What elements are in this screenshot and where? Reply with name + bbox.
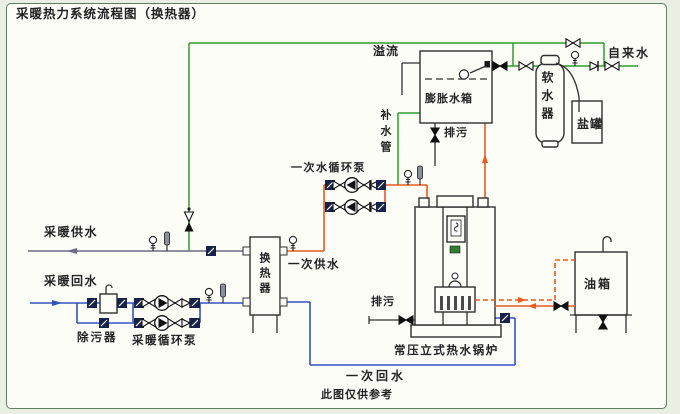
thermometer-icon xyxy=(219,283,227,304)
heating-pump-branch-2 xyxy=(133,315,201,331)
indicator-light xyxy=(449,245,461,254)
check-valve-icon xyxy=(589,60,599,72)
label-tank-drain: 排污 xyxy=(444,127,468,139)
check-valve-icon xyxy=(181,297,191,309)
label-heating-pumps: 采暖循环泵 xyxy=(132,335,197,347)
valve-icon xyxy=(183,207,195,232)
primary-pump-branch-1 xyxy=(324,177,387,193)
pressure-gauge-icon xyxy=(570,50,580,67)
heat-exchanger xyxy=(242,236,288,333)
salt-tank xyxy=(571,100,603,144)
valve-icon xyxy=(167,318,183,328)
dirt-separator xyxy=(99,284,118,314)
label-overflow: 溢流 xyxy=(373,44,400,58)
label-tap-water: 自来水 xyxy=(608,46,651,60)
valve-icon xyxy=(86,297,98,309)
pipe-makeup-water xyxy=(397,112,420,185)
thermometer-icon xyxy=(163,231,171,252)
label-primary-pumps: 一次水循环泵 xyxy=(291,162,366,174)
label-oil-tank: 油箱 xyxy=(584,277,613,291)
label-boiler: 常压立式热水锅炉 xyxy=(394,345,499,357)
pressure-gauge-icon xyxy=(148,235,158,252)
valve-icon xyxy=(375,179,387,191)
flow-arrow-icon xyxy=(67,248,77,254)
valve-icon xyxy=(141,318,157,328)
valve-icon xyxy=(604,61,620,71)
label-heat-exchanger: 换热器 xyxy=(258,252,270,297)
valve-icon xyxy=(499,312,511,324)
sight-glass xyxy=(451,272,459,280)
valve-icon xyxy=(375,201,387,213)
flow-arrow-icon xyxy=(528,303,536,309)
valve-icon xyxy=(98,317,110,329)
label-primary-return: 一次回水 xyxy=(346,369,407,383)
pressure-gauge-icon xyxy=(204,287,214,304)
pipe-primary-return xyxy=(286,301,516,366)
label-expansion-tank: 膨胀水箱 xyxy=(425,93,473,105)
pipe-overflow xyxy=(401,62,420,95)
boiler xyxy=(368,195,502,338)
burner xyxy=(434,280,476,313)
boiler-control-panel xyxy=(446,215,466,243)
label-softener: 软水器 xyxy=(540,71,554,125)
label-salt-tank: 盐罐 xyxy=(577,117,604,131)
valve-icon xyxy=(492,61,508,71)
pump-icon xyxy=(154,315,170,331)
water-softener xyxy=(535,54,565,148)
flow-arrow-icon xyxy=(52,300,62,306)
pressure-gauge-icon xyxy=(288,235,298,252)
valve-icon xyxy=(116,297,128,309)
label-primary-supply: 一次供水 xyxy=(288,259,340,271)
valves-and-instruments xyxy=(52,38,620,331)
label-heating-supply: 采暖供水 xyxy=(44,225,99,239)
flow-arrow-icon xyxy=(482,154,488,163)
label-dirt-separator: 除污器 xyxy=(77,332,118,344)
valve-icon xyxy=(518,61,534,71)
brine-hose xyxy=(555,62,580,112)
pipe-fuel-return xyxy=(475,259,575,303)
valve-icon xyxy=(598,314,608,330)
thermometer-icon xyxy=(416,165,424,186)
valve-icon xyxy=(189,297,201,309)
page-title: 采暖热力系统流程图（换热器） xyxy=(16,7,206,21)
footnote: 此图仅供参考 xyxy=(321,389,393,401)
valve-icon xyxy=(398,315,414,325)
valve-icon xyxy=(565,38,581,48)
flow-arrow-icon xyxy=(518,297,526,303)
label-boiler-drain: 排污 xyxy=(371,296,395,308)
pipe-primary-supply xyxy=(284,184,428,252)
label-makeup-pipe: 补水管 xyxy=(379,109,391,157)
check-valve-icon xyxy=(181,317,191,329)
valve-icon xyxy=(141,298,157,308)
primary-pump-branch-2 xyxy=(324,199,387,215)
valve-icon xyxy=(553,301,569,311)
vent-curl xyxy=(105,284,113,294)
pressure-gauge-icon xyxy=(403,169,413,186)
pump-icon xyxy=(154,295,170,311)
valve-icon xyxy=(167,298,183,308)
vent-pipe xyxy=(602,235,612,252)
valve-icon xyxy=(189,317,201,329)
heating-pump-branch-1 xyxy=(133,295,201,311)
valve-icon xyxy=(205,245,217,257)
oil-tank xyxy=(570,235,632,333)
expansion-tank xyxy=(419,50,493,124)
label-heating-return: 采暖回水 xyxy=(44,274,99,288)
float-valve-icon xyxy=(458,61,490,80)
valve-icon xyxy=(430,127,440,143)
